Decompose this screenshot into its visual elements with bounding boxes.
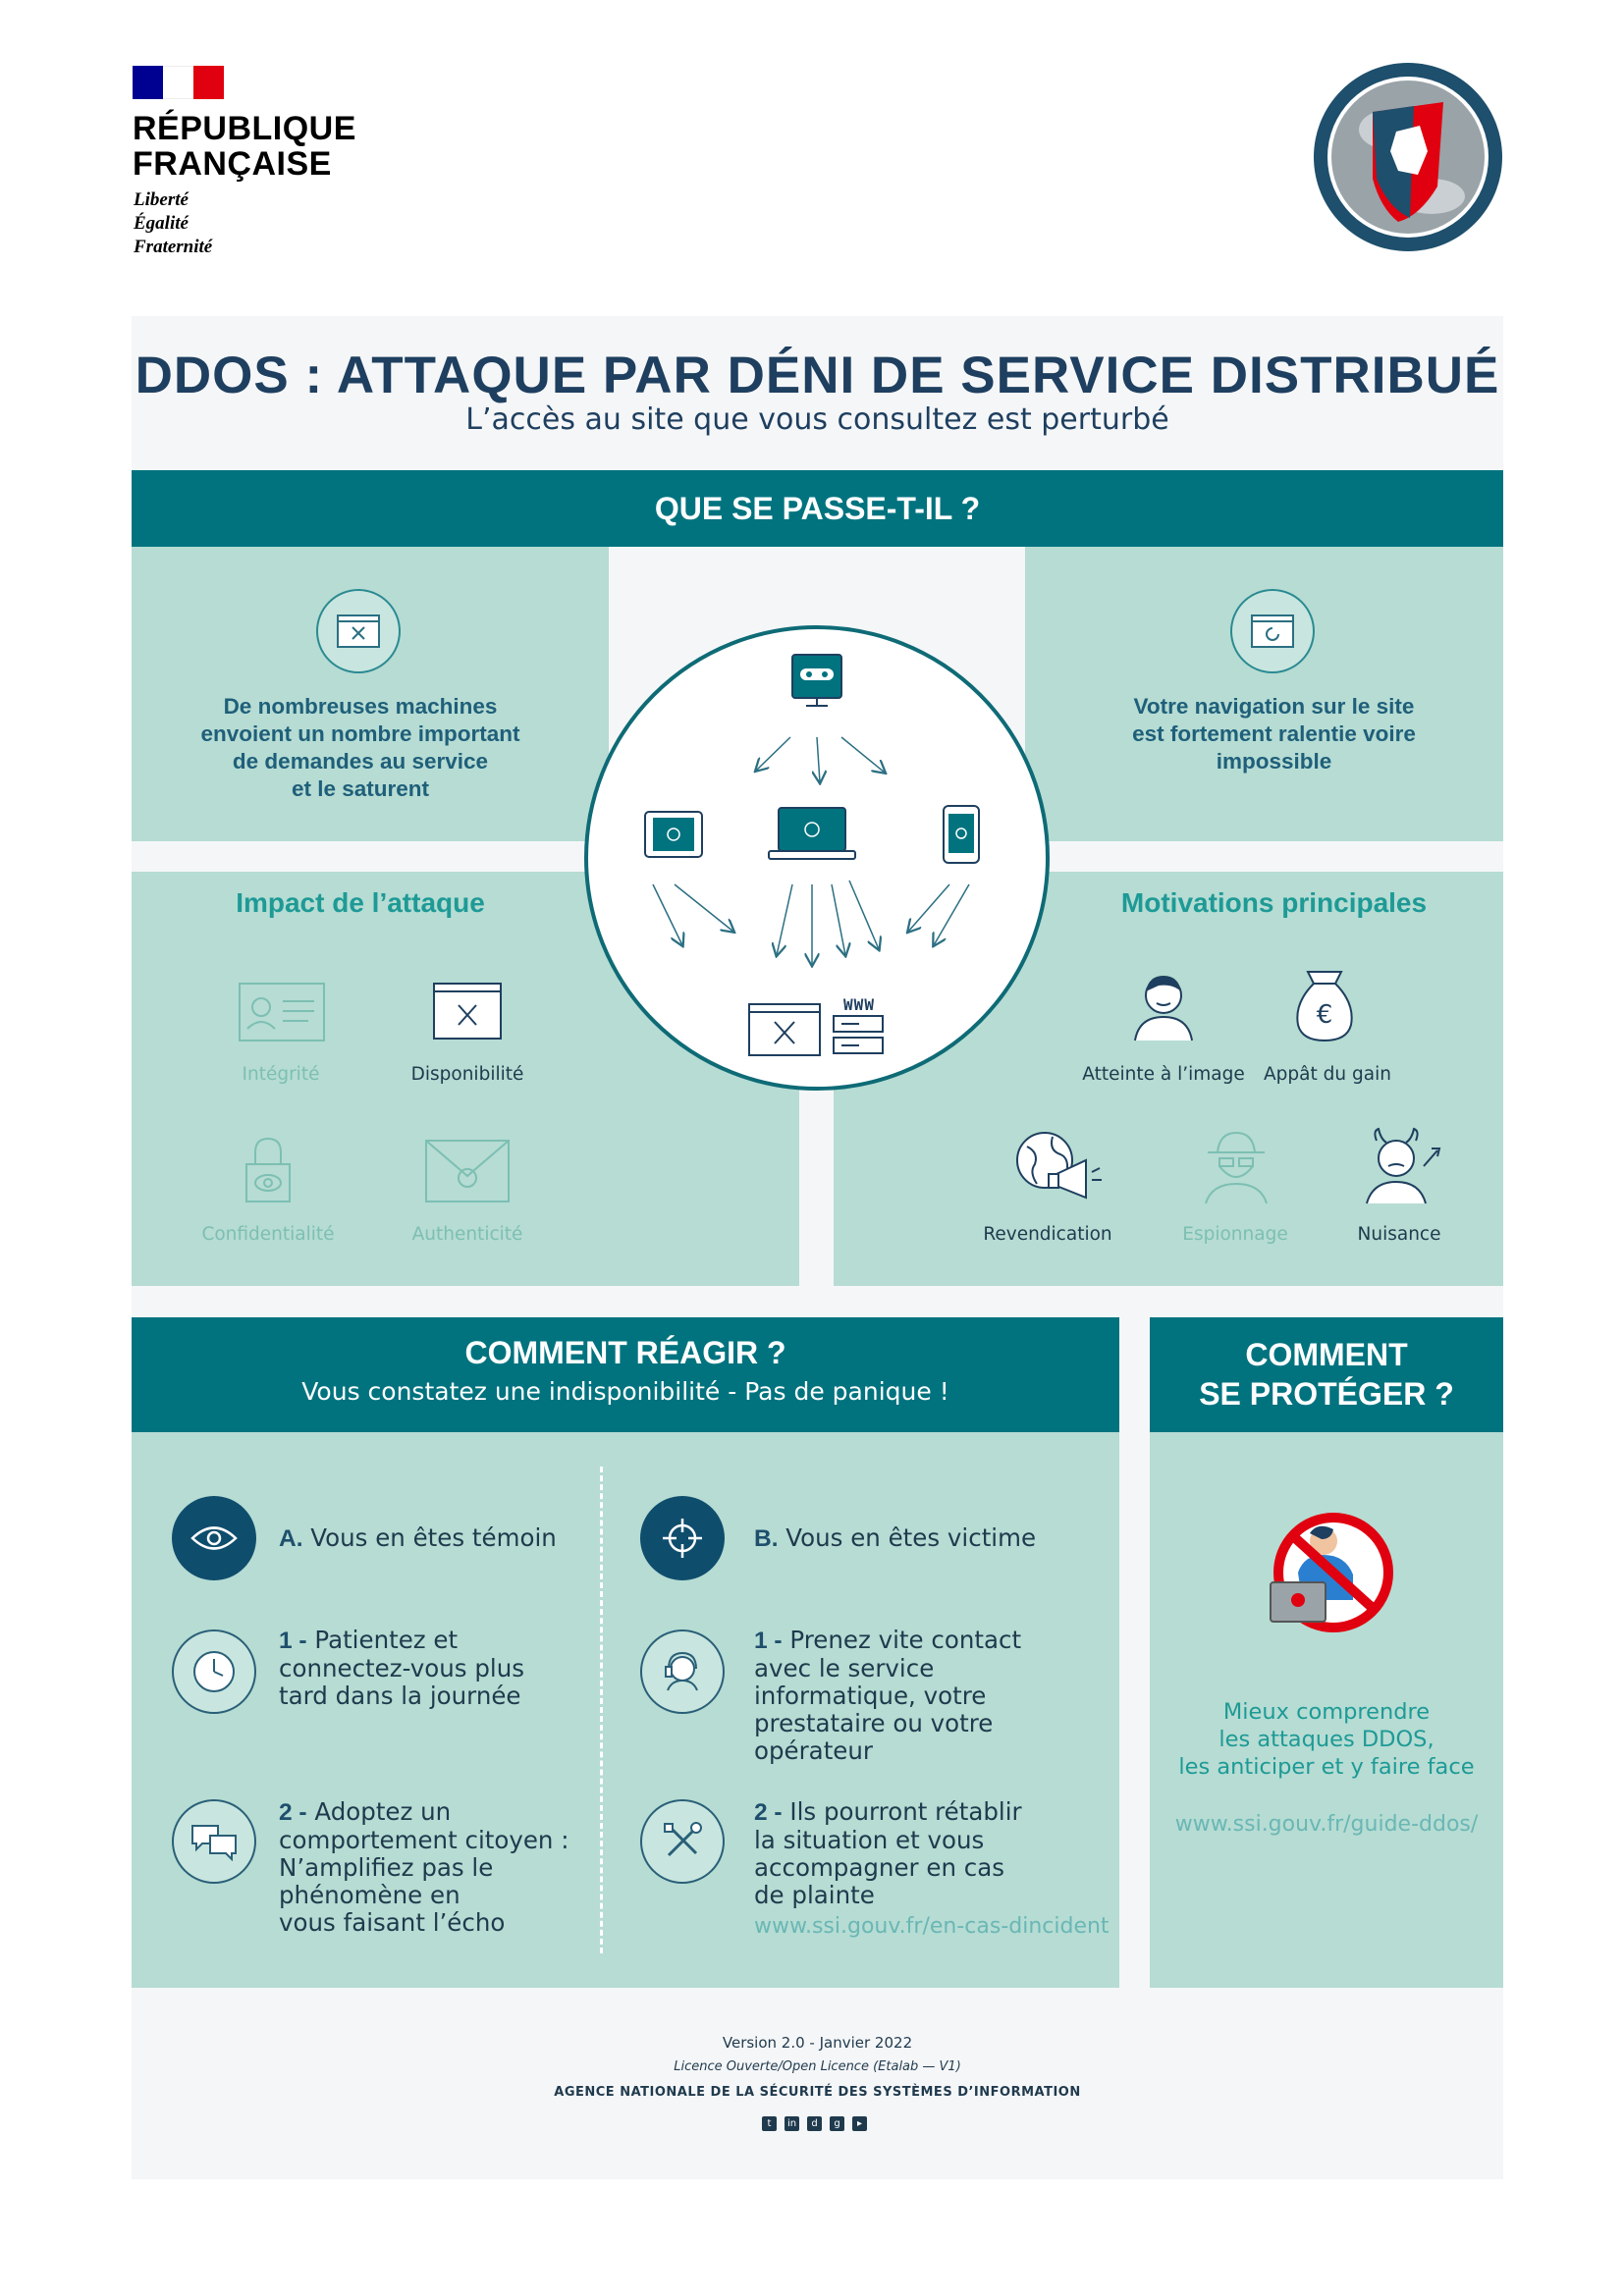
- witness-title: A. Vous en êtes témoin: [279, 1523, 557, 1553]
- circle-connector: [799, 1060, 834, 1286]
- victim-badge: [640, 1496, 725, 1580]
- chat-bubbles-icon: [191, 1825, 237, 1861]
- wait-step-badge: [172, 1629, 256, 1714]
- ddos-diagram: [644, 654, 980, 1056]
- dailymotion-icon[interactable]: d: [807, 2116, 822, 2131]
- contact-step-badge: [640, 1629, 725, 1714]
- server-www-label: WWW: [843, 995, 875, 1014]
- person-face-icon: [1134, 976, 1193, 1041]
- headset-icon: [665, 1651, 698, 1691]
- motivation-label-claim: Revendication: [983, 1224, 1112, 1245]
- republic-name: RÉPUBLIQUE FRANÇAISE: [133, 110, 356, 183]
- tools-icon: [664, 1822, 702, 1857]
- what-right-text: Votre navigation sur le site est forteme…: [1132, 694, 1416, 774]
- react-divider: [600, 1467, 603, 1953]
- footer-licence: Licence Ouverte/Open Licence (Etalab — V…: [674, 2059, 961, 2074]
- impact-heading: Impact de l’attaque: [236, 887, 485, 918]
- what-right-icon: [1230, 589, 1315, 673]
- github-icon[interactable]: g: [830, 2116, 844, 2131]
- restore-step-text: 2 - Ils pourront rétablir la situation e…: [754, 1797, 1022, 1909]
- motivation-label-nuisance: Nuisance: [1357, 1224, 1441, 1245]
- republic-flag: [133, 66, 224, 99]
- motivations-heading: Motivations principales: [1120, 887, 1428, 918]
- devil-icon: [1366, 1127, 1441, 1204]
- padlock-eye-icon: [245, 1137, 291, 1202]
- impact-label-integrity: Intégrité: [242, 1064, 320, 1085]
- infected-laptop-icon: [768, 807, 856, 860]
- no-hacker-icon: [1270, 1513, 1393, 1632]
- saturated-window-icon: [748, 1003, 821, 1056]
- linkedin-icon[interactable]: in: [785, 2116, 799, 2131]
- footer-version: Version 2.0 - Janvier 2022: [722, 2034, 913, 2052]
- republic-motto: Liberté Égalité Fraternité: [134, 189, 213, 257]
- how-to-react-panel: [132, 1432, 1119, 1988]
- motivation-label-espionage: Espionnage: [1182, 1224, 1288, 1245]
- restore-step-badge: [640, 1799, 725, 1884]
- what-left-icon: [316, 589, 401, 673]
- what-left-text: De nombreuses machines envoient un nombr…: [200, 694, 520, 801]
- web-server-icon: [833, 1015, 884, 1054]
- spy-icon: [1205, 1131, 1268, 1204]
- twitter-icon[interactable]: t: [762, 2116, 777, 2131]
- impact-label-availability: Disponibilité: [410, 1064, 524, 1085]
- guide-ddos-link[interactable]: www.ssi.gouv.fr/guide-ddos/: [1174, 1812, 1479, 1837]
- infected-phone-icon: [943, 805, 980, 864]
- protect-text: Mieux comprendre les attaques DDOS, les …: [1178, 1699, 1475, 1780]
- what-happens-band: QUE SE PASSE-T-IL ?: [132, 470, 1503, 547]
- svg-text:€: €: [1317, 1000, 1333, 1030]
- wait-step-text: 1 - Patientez et connectez-vous plus tar…: [279, 1626, 525, 1710]
- how-to-react-band: COMMENT RÉAGIR ? Vous constatez une indi…: [132, 1317, 1119, 1432]
- window-cross-icon: [433, 983, 502, 1040]
- how-to-protect-band: COMMENT SE PROTÉGER ?: [1150, 1317, 1503, 1432]
- eye-icon: [190, 1526, 238, 1550]
- how-to-react-heading: COMMENT RÉAGIR ?: [464, 1335, 786, 1370]
- how-to-react-subheading: Vous constatez une indisponibilité - Pas…: [301, 1377, 949, 1406]
- citizen-step-badge: [172, 1799, 256, 1884]
- crosshair-icon: [663, 1519, 702, 1558]
- globe-megaphone-icon: [1016, 1132, 1102, 1200]
- impact-label-confidentiality: Confidentialité: [201, 1224, 335, 1245]
- window-cross-icon: [337, 614, 380, 648]
- id-card-icon: [239, 983, 325, 1041]
- page-title: DDOS : ATTAQUE PAR DÉNI DE SERVICE DISTR…: [135, 347, 1500, 404]
- footer-agency: AGENCE NATIONALE DE LA SÉCURITÉ DES SYST…: [554, 2085, 1081, 2100]
- motivation-label-image: Atteinte à l’image: [1082, 1064, 1245, 1085]
- witness-badge: [172, 1496, 256, 1580]
- impact-label-authenticity: Authenticité: [411, 1224, 523, 1245]
- page-subtitle: L’accès au site que vous consultez est p…: [465, 402, 1169, 437]
- incident-link[interactable]: www.ssi.gouv.fr/en-cas-dincident: [754, 1914, 1110, 1939]
- window-loading-icon: [1251, 614, 1294, 648]
- victim-title: B. Vous en êtes victime: [754, 1523, 1037, 1553]
- euro-bag-icon: €: [1296, 971, 1353, 1042]
- infected-tablet-icon: [644, 811, 703, 858]
- citizen-step-text: 2 - Adoptez un comportement citoyen : N’…: [279, 1797, 569, 1937]
- clock-icon: [193, 1651, 235, 1692]
- envelope-seal-icon: [425, 1140, 510, 1202]
- motivation-label-gain: Appât du gain: [1264, 1064, 1391, 1085]
- anssi-badge-icon: [1314, 63, 1502, 251]
- youtube-icon[interactable]: ▸: [852, 2116, 867, 2131]
- hacker-computer-icon: [791, 654, 842, 707]
- contact-step-text: 1 - Prenez vite contact avec le service …: [754, 1626, 1022, 1765]
